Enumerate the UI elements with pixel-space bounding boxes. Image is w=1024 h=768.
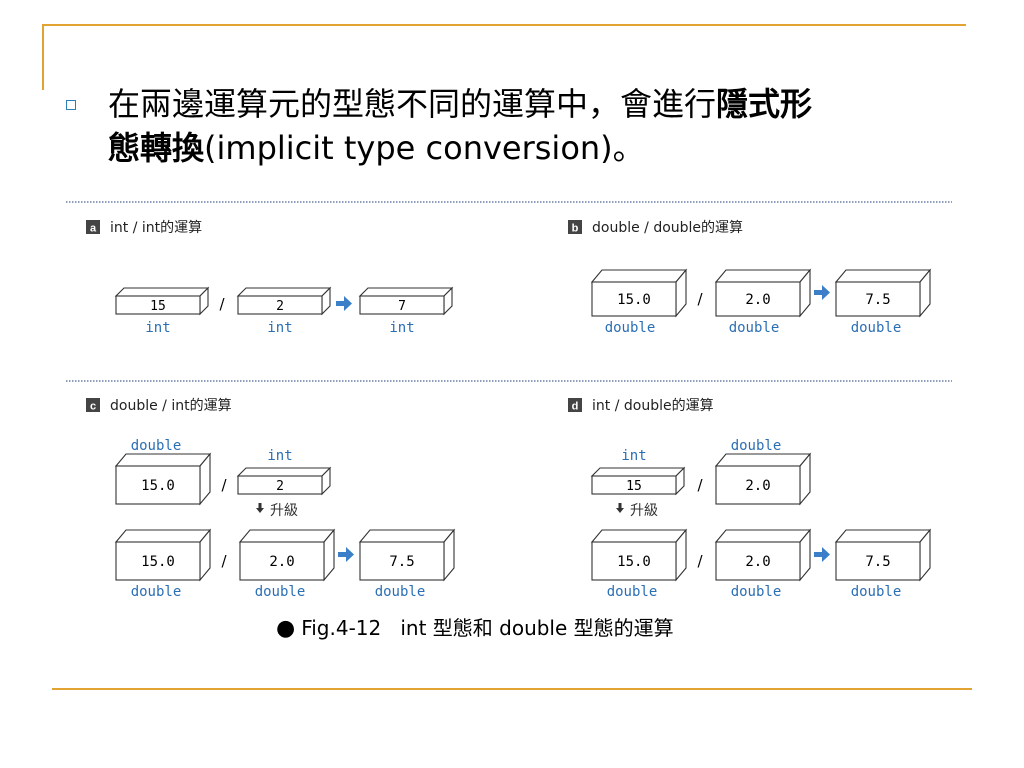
panel-a-badge <box>86 220 100 234</box>
panel-d-bot-operator: / <box>697 552 703 570</box>
panel-b-operand2-value: 2.0 <box>745 292 770 308</box>
panel-d-arrow-icon <box>814 547 830 562</box>
panel-d-title: int / double的運算 <box>592 398 714 414</box>
panel-c-promote-arrow-icon <box>256 503 264 513</box>
bullet-line2-plain: (implicit type conversion)。 <box>204 129 645 167</box>
panel-d-result-value: 7.5 <box>865 554 890 570</box>
bullet-line1-bold: 隱式形 <box>716 85 813 123</box>
panel-d-promote-label: 升級 <box>630 503 658 519</box>
panel-a-operand1-type: int <box>145 320 170 336</box>
panel-d-bot1-type: double <box>607 584 658 600</box>
panel-c-top2-box: 2 <box>236 466 332 496</box>
panel-a-operator: / <box>219 295 225 313</box>
panel-c-letter: c <box>90 401 96 413</box>
bullet-square-icon <box>66 100 76 110</box>
panel-c-result-value: 7.5 <box>389 554 414 570</box>
panel-b-result-box: 7.5 <box>834 268 932 318</box>
panel-c-result-box: 7.5 <box>358 528 456 582</box>
panel-d-header: d int / double的運算 <box>568 398 714 414</box>
panel-a-expression: 15 int / 2 int 7 int <box>114 286 454 336</box>
panel-c-badge <box>86 398 100 412</box>
panel-c-top1-type: double <box>131 438 182 454</box>
panel-a-header: a int / int的運算 <box>86 220 202 236</box>
panel-a-result-box: 7 <box>358 286 454 316</box>
left-rule <box>42 24 44 90</box>
panel-b-expression: 15.0 double / 2.0 double 7.5 double <box>590 268 932 336</box>
panel-c-arrow-icon <box>338 547 354 562</box>
panel-c-bot2-type: double <box>255 584 306 600</box>
panel-d-top1-value: 15 <box>626 479 642 494</box>
panel-c-top2-type: int <box>267 448 292 464</box>
top-rule <box>42 24 966 26</box>
panel-b-badge <box>568 220 582 234</box>
panel-d-bot2-value: 2.0 <box>745 554 770 570</box>
panel-c-top1-box: 15.0 <box>114 452 212 506</box>
panel-a-letter: a <box>90 223 97 235</box>
panel-a-operand1-box: 15 <box>114 286 210 316</box>
panel-d-top2-box: 2.0 <box>714 452 812 506</box>
panel-c-top2-value: 2 <box>276 479 284 494</box>
panel-d-badge <box>568 398 582 412</box>
panel-a-operand1-value: 15 <box>150 299 166 314</box>
panel-b-title: double / double的運算 <box>592 220 743 236</box>
panel-c-header: c double / int的運算 <box>86 398 232 414</box>
panel-d-result-box: 7.5 <box>834 528 932 582</box>
panel-c-result-type: double <box>375 584 426 600</box>
panel-b-operand1-type: double <box>605 320 656 336</box>
panel-c-title: double / int的運算 <box>110 398 232 414</box>
panel-d-letter: d <box>572 401 579 413</box>
panel-b-operator: / <box>697 290 703 308</box>
panel-c-promote-label: 升級 <box>270 503 298 519</box>
panel-d-top1-type: int <box>621 448 646 464</box>
panel-a-operand2-type: int <box>267 320 292 336</box>
panel-b-result-type: double <box>851 320 902 336</box>
panel-d-top-operator: / <box>697 476 703 494</box>
panel-d-bot1-box: 15.0 <box>590 528 688 582</box>
panel-d-result-type: double <box>851 584 902 600</box>
panel-c-bot-operator: / <box>221 552 227 570</box>
panel-a-result-value: 7 <box>398 299 406 314</box>
type-conversion-figure: a int / int的運算 b double / double的運算 c do… <box>66 201 952 600</box>
panel-d-top2-type: double <box>731 438 782 454</box>
panel-c-bot1-value: 15.0 <box>141 554 175 570</box>
panel-c-top1-value: 15.0 <box>141 478 175 494</box>
bullet-line1-plain: 在兩邊運算元的型態不同的運算中，會進行 <box>108 85 717 123</box>
panel-d-promote-arrow-icon <box>616 503 624 513</box>
panel-d-bot2-box: 2.0 <box>714 528 812 582</box>
panel-b-arrow-icon <box>814 285 830 300</box>
panel-b-operand1-box: 15.0 <box>590 268 688 318</box>
panel-b-header: b double / double的運算 <box>568 220 743 236</box>
panel-a-operand2-value: 2 <box>276 299 284 314</box>
panel-b-letter: b <box>572 223 579 235</box>
panel-c-bot1-type: double <box>131 584 182 600</box>
bottom-rule <box>52 688 972 690</box>
panel-b-operand1-value: 15.0 <box>617 292 651 308</box>
panel-c-bot2-box: 2.0 <box>238 528 336 582</box>
panel-d-bot1-value: 15.0 <box>617 554 651 570</box>
bullet-line2-bold: 態轉換 <box>108 129 205 167</box>
panel-b-operand2-box: 2.0 <box>714 268 812 318</box>
caption-text: int 型態和 double 型態的運算 <box>400 616 674 640</box>
panel-a-result-type: int <box>389 320 414 336</box>
panel-d-top2-value: 2.0 <box>745 478 770 494</box>
caption-bullet-icon: ● <box>276 616 296 641</box>
panel-c-top-operator: / <box>221 476 227 494</box>
caption-fig-number: Fig.4-12 <box>301 616 382 640</box>
panel-a-operand2-box: 2 <box>236 286 332 316</box>
bullet-text: 在兩邊運算元的型態不同的運算中，會進行隱式形 態轉換(implicit type… <box>108 82 948 170</box>
panel-c-bot2-value: 2.0 <box>269 554 294 570</box>
panel-d-expression: int 15 / double 2.0 升級 15.0 double / <box>590 438 932 600</box>
panel-c-expression: double 15.0 / int 2 升級 15.0 double / <box>114 438 456 600</box>
panel-c-bot1-box: 15.0 <box>114 528 212 582</box>
panel-b-result-value: 7.5 <box>865 292 890 308</box>
figure-caption: ●Fig.4-12 int 型態和 double 型態的運算 <box>276 612 674 641</box>
panel-a-title: int / int的運算 <box>110 220 202 236</box>
panel-a-arrow-icon <box>336 296 352 311</box>
panel-d-top1-box: 15 <box>590 466 686 496</box>
panel-d-bot2-type: double <box>731 584 782 600</box>
panel-b-operand2-type: double <box>729 320 780 336</box>
